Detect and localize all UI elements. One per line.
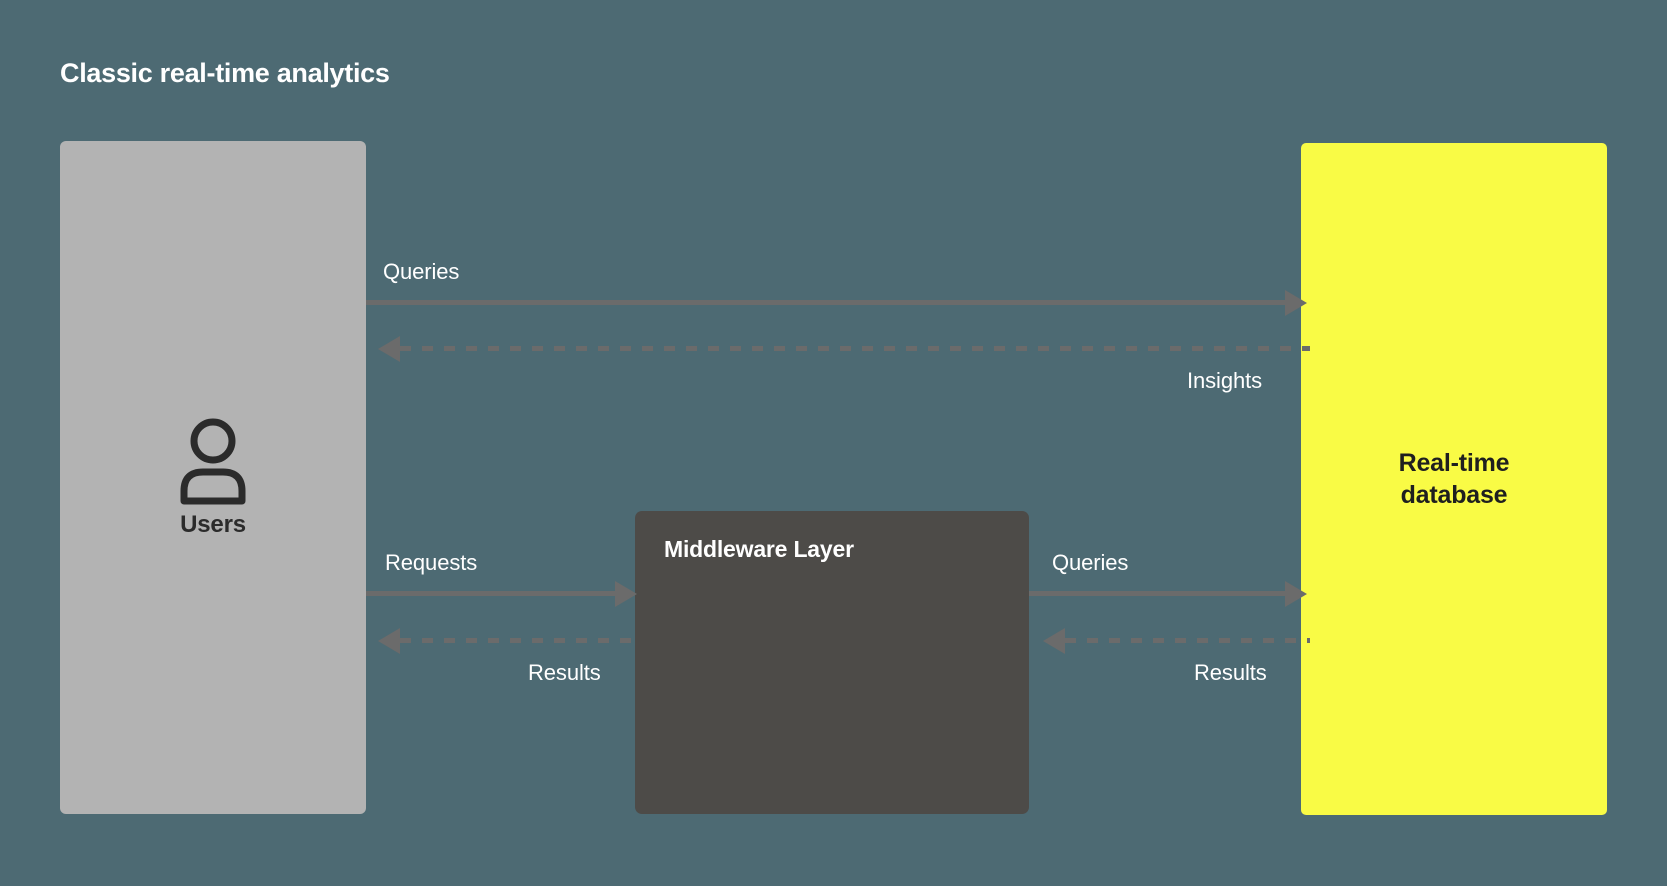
edge-middleware-to-users-results-arrowhead xyxy=(378,628,400,654)
node-middleware[interactable]: Middleware Layer xyxy=(635,511,1029,814)
node-database-label-line1: Real-time xyxy=(1398,449,1510,477)
edge-users-to-middleware-requests-line xyxy=(366,591,617,596)
node-users[interactable]: Users xyxy=(60,141,366,814)
edge-db-to-users-insights-arrowhead xyxy=(378,336,400,362)
edge-middleware-to-db-queries-arrowhead xyxy=(1285,581,1307,607)
edge-users-to-db-queries-line xyxy=(366,300,1288,305)
page-title: Classic real-time analytics xyxy=(60,58,390,88)
node-database-label-line2: database xyxy=(1400,481,1508,509)
edge-users-to-db-queries-arrowhead xyxy=(1285,290,1307,316)
node-users-label: Users xyxy=(180,510,246,538)
edge-label-requests: Requests xyxy=(385,550,478,575)
edge-label-queries-users-db: Queries xyxy=(383,259,460,284)
edge-label-results-middleware-users: Results xyxy=(528,660,601,685)
user-icon xyxy=(180,418,246,504)
edge-db-to-middleware-results-line xyxy=(1065,638,1310,643)
edge-middleware-to-users-results-line xyxy=(400,638,635,643)
node-database-label: Real-time database xyxy=(1399,447,1510,511)
edge-label-insights: Insights xyxy=(1187,368,1263,393)
edge-label-results-db-middleware: Results xyxy=(1194,660,1267,685)
edge-middleware-to-db-queries-line xyxy=(1029,591,1288,596)
node-middleware-label: Middleware Layer xyxy=(664,536,854,562)
edge-db-to-users-insights-line xyxy=(400,346,1310,351)
node-database[interactable]: Real-time database xyxy=(1301,143,1607,815)
edge-db-to-middleware-results-arrowhead xyxy=(1043,628,1065,654)
edge-users-to-middleware-requests-arrowhead xyxy=(615,581,637,607)
edge-label-queries-middleware-db: Queries xyxy=(1052,550,1129,575)
